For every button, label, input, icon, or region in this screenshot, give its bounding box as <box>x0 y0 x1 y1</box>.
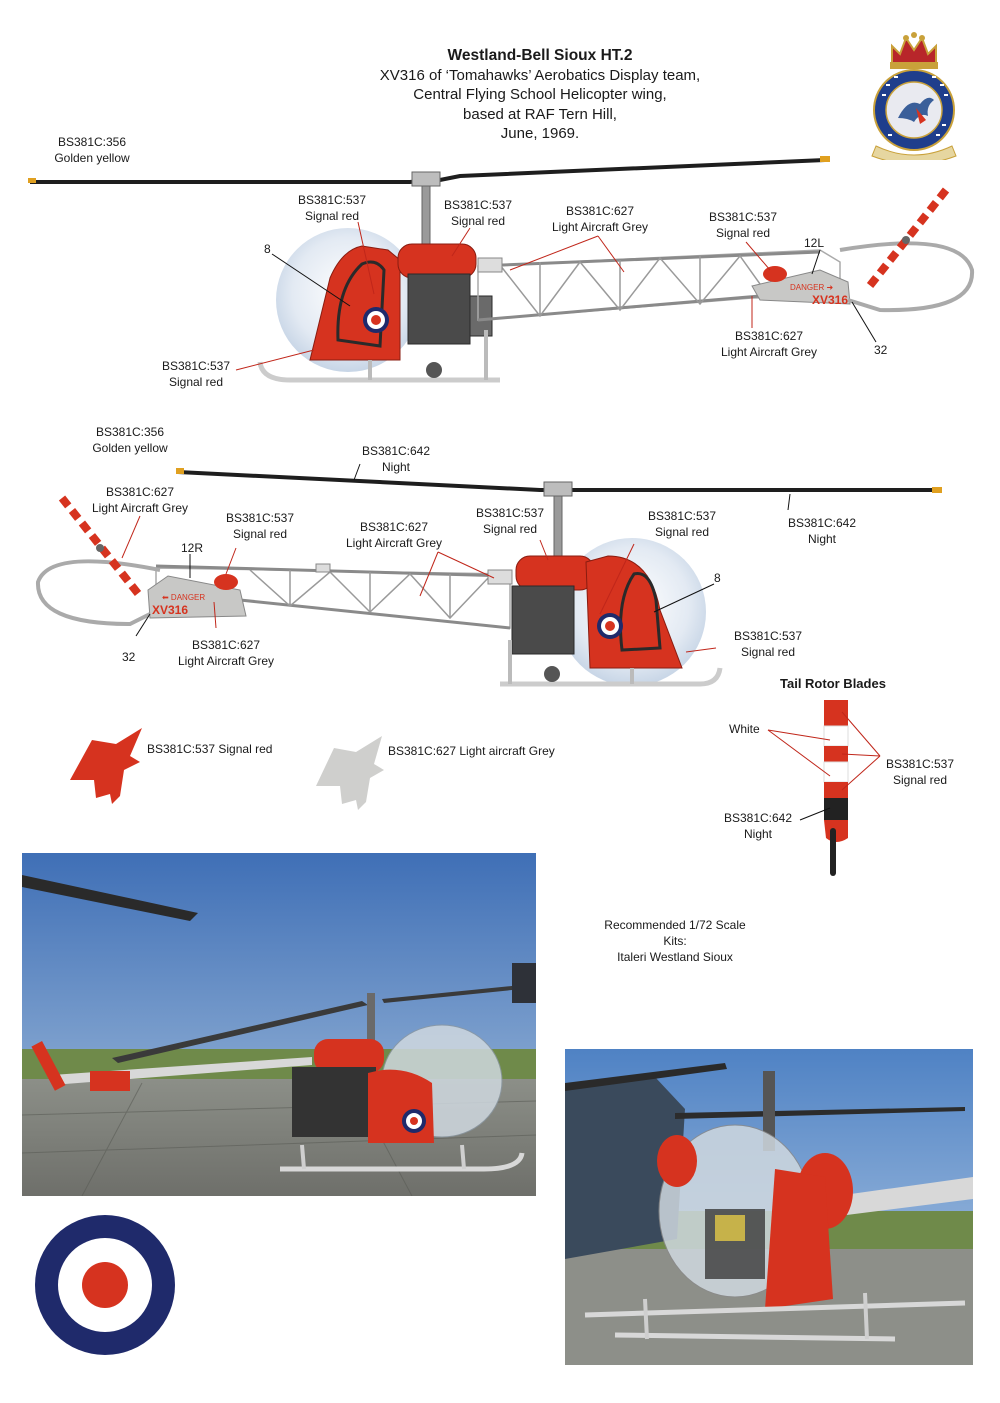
recommended-line-3: Italeri Westland Sioux <box>617 950 733 964</box>
callout-code: BS381C:537 <box>647 509 717 523</box>
title-line-5: June, 1969. <box>500 125 580 142</box>
callout-top-rotor-tip: BS381C:356 Golden yellow <box>54 134 129 166</box>
callout-name: Signal red <box>740 645 796 659</box>
callout-name: Signal red <box>304 209 360 223</box>
callout-top-boom: BS381C:627 Light Aircraft Grey <box>552 203 648 235</box>
callout-code: BS381C:537 <box>225 511 295 525</box>
bottom-serial-text: XV316 <box>152 603 188 617</box>
tail-rotor-white-label: White <box>729 722 760 736</box>
callout-code: BS381C:537 <box>161 359 231 373</box>
callout-bottom-rotor-blade: BS381C:642 Night <box>362 443 430 475</box>
squadron-badge-icon <box>871 32 957 160</box>
callout-bottom-rotor-blade-right: BS381C:642 Night <box>788 515 856 547</box>
top-serial-text: XV316 <box>812 293 848 307</box>
decal-number-12r: 12R <box>181 541 204 555</box>
callout-code: BS381C:537 <box>297 193 367 207</box>
callout-top-tail-light: BS381C:537 Signal red <box>709 209 777 241</box>
callout-code: BS381C:537 <box>708 210 778 224</box>
tail-rotor-red-label: BS381C:537 Signal red <box>886 756 954 788</box>
tail-rotor-title: Tail Rotor Blades <box>780 676 886 691</box>
callout-bottom-tail-light: BS381C:537 Signal red <box>226 510 294 542</box>
title-aircraft: Westland-Bell Sioux HT.2 <box>447 47 633 64</box>
recommended-line-1: Recommended 1/72 Scale <box>604 918 746 932</box>
photo-helicopter-front <box>565 1049 973 1365</box>
callout-top-nose: BS381C:537 Signal red <box>162 358 230 390</box>
callout-code: BS381C:537 <box>733 629 803 643</box>
callout-code: BS381C:627 <box>565 204 635 218</box>
callout-bottom-rotor-tip: BS381C:356 Golden yellow <box>92 424 167 456</box>
page-title: Westland-Bell Sioux HT.2 XV316 of ‘Tomah… <box>300 46 780 144</box>
callout-name: Night <box>743 827 772 841</box>
title-line-4: based at RAF Tern Hill, <box>463 105 617 123</box>
callout-bottom-tail-loop: BS381C:627 Light Aircraft Grey <box>92 484 188 516</box>
callout-code: BS381C:356 <box>95 425 165 439</box>
decal-number-12l: 12L <box>804 236 825 250</box>
bottom-danger-text: ⬅ DANGER <box>162 593 205 602</box>
photo-helicopter-front-image <box>565 1049 973 1365</box>
callout-bottom-nose: BS381C:537 Signal red <box>734 628 802 660</box>
tail-rotor-blade-detail <box>767 700 881 876</box>
callout-name: Signal red <box>892 773 948 787</box>
callout-code: BS381C:537 <box>475 506 545 520</box>
callout-name: Signal red <box>654 525 710 539</box>
decal-number-32-bottom: 32 <box>122 650 136 664</box>
title-line-3: Central Flying School Helicopter wing, <box>413 86 667 103</box>
decal-number-8-top: 8 <box>264 242 271 256</box>
callout-top-fuel-tank: BS381C:537 Signal red <box>444 197 512 229</box>
callout-code: BS381C:642 <box>787 516 857 530</box>
callout-code: BS381C:627 <box>105 485 175 499</box>
callout-name: Light Aircraft Grey <box>91 501 189 515</box>
callout-name: Light Aircraft Grey <box>177 654 275 668</box>
callout-code: BS381C:642 <box>361 444 431 458</box>
callout-code: BS381C:627 <box>191 638 261 652</box>
top-helicopter-profile: DANGER ➜ XV316 <box>28 156 975 383</box>
decal-number-8-bottom: 8 <box>714 571 721 585</box>
callout-name: Signal red <box>168 375 224 389</box>
callout-name: Golden yellow <box>54 151 130 165</box>
callout-name: Night <box>807 532 836 546</box>
callout-code: BS381C:537 <box>885 757 955 771</box>
callout-bottom-fuel-tank: BS381C:537 Signal red <box>476 505 544 537</box>
callout-code: BS381C:627 <box>359 520 429 534</box>
callout-bottom-tail-fin: BS381C:627 Light Aircraft Grey <box>178 637 274 669</box>
bottom-helicopter-profile: ⬅ DANGER XV316 <box>35 463 942 687</box>
recommended-line-2: Kits: <box>663 934 687 948</box>
red-silhouette-icon <box>70 728 142 804</box>
recommended-kits: Recommended 1/72 Scale Kits: Italeri Wes… <box>575 917 775 965</box>
top-danger-text: DANGER ➜ <box>790 283 833 292</box>
raf-roundel-icon <box>35 1215 175 1355</box>
callout-code: BS381C:537 <box>443 198 513 212</box>
title-line-2: XV316 of ‘Tomahawks’ Aerobatics Display … <box>379 66 701 84</box>
callout-code: BS381C:627 <box>734 329 804 343</box>
callout-name: Signal red <box>450 214 506 228</box>
photo-helicopter-side <box>22 853 536 1196</box>
callout-name: Night <box>381 460 410 474</box>
grey-silhouette-icon <box>316 736 384 810</box>
callout-bottom-boom: BS381C:627 Light Aircraft Grey <box>346 519 442 551</box>
callout-name: Signal red <box>715 226 771 240</box>
callout-name: Signal red <box>482 522 538 536</box>
callout-bottom-cabin: BS381C:537 Signal red <box>648 508 716 540</box>
tail-rotor-night-label: BS381C:642 Night <box>724 810 792 842</box>
callout-name: Signal red <box>232 527 288 541</box>
callout-name: Light Aircraft Grey <box>345 536 443 550</box>
decal-number-32-top: 32 <box>874 343 888 357</box>
callout-name: Light Aircraft Grey <box>720 345 818 359</box>
callout-name: Light Aircraft Grey <box>551 220 649 234</box>
grey-silhouette-label: BS381C:627 Light aircraft Grey <box>388 744 555 758</box>
callout-code: BS381C:356 <box>57 135 127 149</box>
callout-top-cabin: BS381C:537 Signal red <box>298 192 366 224</box>
callout-code: BS381C:642 <box>723 811 793 825</box>
photo-helicopter-side-image <box>22 853 536 1196</box>
red-silhouette-label: BS381C:537 Signal red <box>147 742 273 756</box>
callout-top-tail-fin: BS381C:627 Light Aircraft Grey <box>721 328 817 360</box>
callout-name: Golden yellow <box>92 441 168 455</box>
